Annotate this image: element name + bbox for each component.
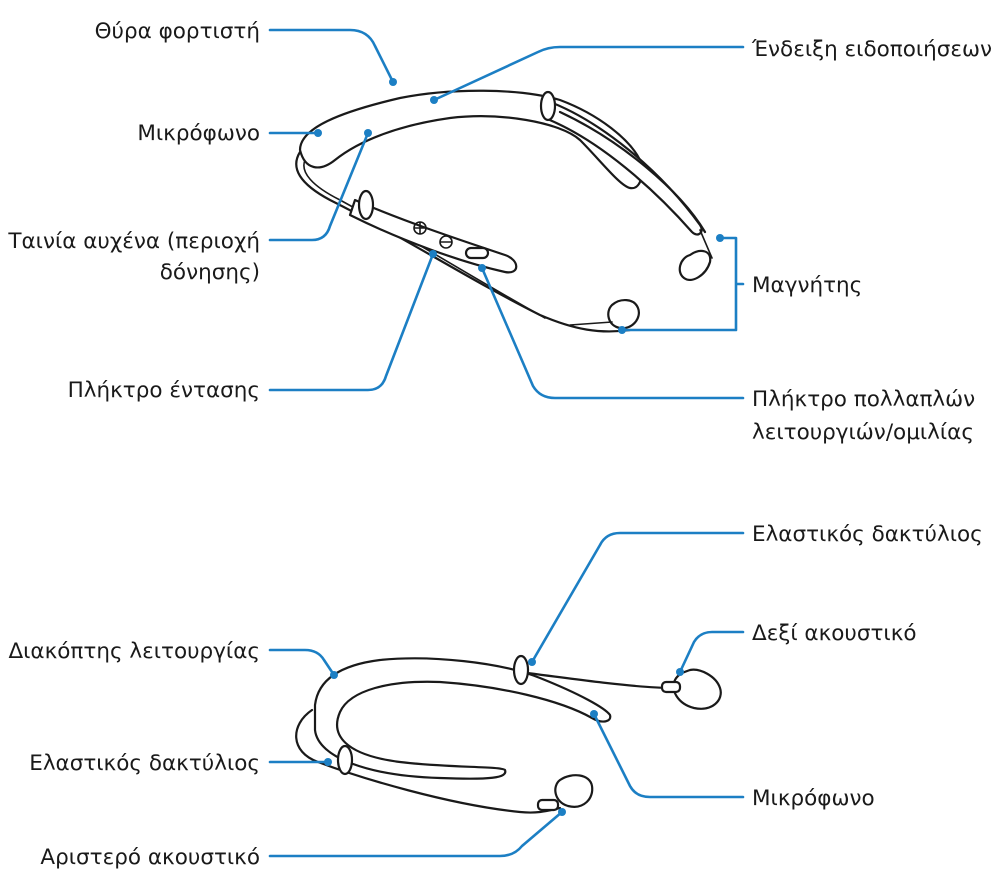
dot-microphone-top bbox=[314, 129, 322, 137]
bottom-ring-left bbox=[338, 746, 352, 774]
label-left-earbud: Αριστερό ακουστικό bbox=[40, 845, 260, 870]
label-magnet: Μαγνήτης bbox=[752, 273, 862, 298]
headset-top-view bbox=[296, 91, 712, 332]
label-multi-key-line2: λειτουργιών/ομιλίας bbox=[752, 420, 974, 445]
label-neckband-line1: Ταινία αυχένα (περιοχή bbox=[7, 229, 260, 254]
dot-left-earbud bbox=[558, 808, 566, 816]
label-power-switch: Διακόπτης λειτουργίας bbox=[8, 639, 260, 664]
leader-charger-port bbox=[270, 30, 393, 82]
dot-elastic-ring-right bbox=[528, 658, 536, 666]
top-ring-right bbox=[541, 92, 555, 120]
top-leaders bbox=[270, 30, 743, 398]
bottom-ring-right bbox=[514, 656, 528, 684]
leader-multi-key bbox=[482, 268, 743, 398]
label-right-earbud: Δεξί ακουστικό bbox=[752, 621, 917, 646]
bottom-neckband bbox=[315, 658, 610, 778]
dot-microphone-bottom bbox=[590, 710, 598, 718]
leader-elastic-ring-right bbox=[532, 533, 743, 662]
top-left-earbud bbox=[608, 300, 639, 328]
top-right-arm bbox=[545, 100, 702, 234]
dot-charger-port bbox=[389, 78, 397, 86]
top-control-arm bbox=[350, 200, 516, 272]
label-microphone-bottom: Μικρόφωνο bbox=[752, 786, 875, 811]
labels: Θύρα φορτιστή Ένδειξη ειδοποιήσεων Μικρό… bbox=[7, 19, 992, 870]
top-right-earbud bbox=[680, 251, 710, 280]
leader-right-earbud bbox=[680, 632, 743, 672]
top-left-earbud-stem bbox=[570, 322, 612, 325]
bottom-left-earbud-stem bbox=[538, 800, 558, 810]
dot-power-switch bbox=[330, 671, 338, 679]
headset-bottom-view bbox=[296, 656, 721, 813]
leader-magnet bbox=[622, 238, 743, 330]
dot-magnet-1 bbox=[716, 234, 724, 242]
top-multi-key-shape bbox=[466, 248, 488, 258]
dot-magnet-2 bbox=[618, 326, 626, 334]
bottom-left-earbud bbox=[555, 775, 592, 807]
label-volume-key: Πλήκτρο έντασης bbox=[68, 378, 260, 403]
dot-neckband bbox=[364, 129, 372, 137]
leader-microphone-bottom bbox=[594, 714, 743, 797]
dot-right-earbud bbox=[676, 668, 684, 676]
dot-multi-key bbox=[478, 264, 486, 272]
leader-volume-key bbox=[270, 254, 433, 390]
label-elastic-ring-right: Ελαστικός δακτύλιος bbox=[752, 522, 983, 547]
leader-left-earbud bbox=[270, 812, 562, 856]
label-charger-port: Θύρα φορτιστή bbox=[95, 19, 260, 44]
bottom-right-earbud-stem bbox=[662, 682, 680, 692]
dot-elastic-ring-left bbox=[324, 758, 332, 766]
top-control-detail bbox=[414, 222, 426, 234]
label-multi-key-line1: Πλήκτρο πολλαπλών bbox=[752, 387, 975, 412]
label-microphone-top: Μικρόφωνο bbox=[137, 121, 260, 146]
dot-notification bbox=[430, 96, 438, 104]
label-elastic-ring-left: Ελαστικός δακτύλιος bbox=[29, 751, 260, 776]
label-neckband-line2: δόνησης) bbox=[160, 260, 260, 285]
label-notification-indicator: Ένδειξη ειδοποιήσεων bbox=[751, 37, 992, 62]
top-ring-left bbox=[359, 191, 373, 219]
leader-power-switch bbox=[270, 650, 334, 675]
dot-volume-key bbox=[429, 250, 437, 258]
